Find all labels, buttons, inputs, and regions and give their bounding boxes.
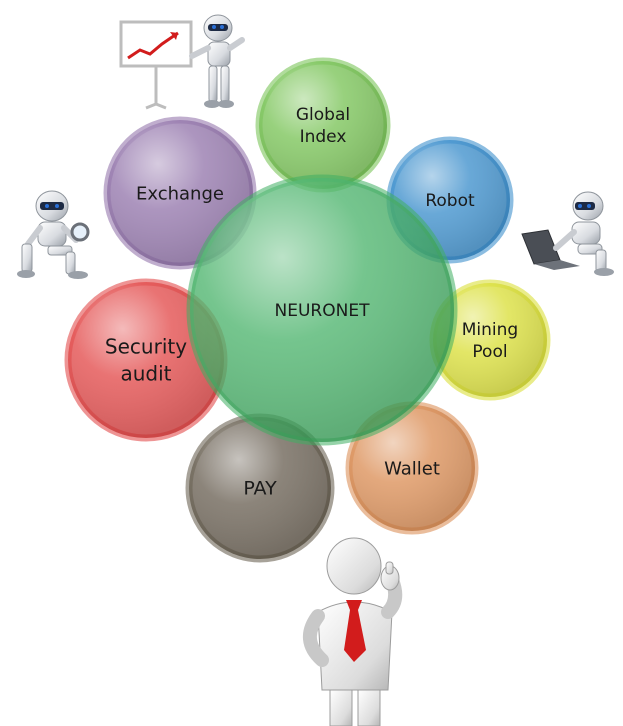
center-neuronet <box>186 174 458 446</box>
red-tie-icon <box>344 600 366 662</box>
node-security-audit-gloss <box>68 282 224 438</box>
node-security-audit-label-line: Security <box>105 335 187 359</box>
node-wallet <box>345 401 479 535</box>
node-pay <box>185 413 335 563</box>
node-global-index-label-line: Index <box>300 127 347 147</box>
node-exchange-label: Exchange <box>136 183 224 204</box>
center-neuronet-gloss <box>190 178 454 442</box>
robot-laptop-icon <box>521 191 614 276</box>
node-mining-pool-gloss <box>433 283 547 397</box>
chart-arrow-icon <box>127 31 179 60</box>
node-security-audit-label: Security audit <box>105 335 187 386</box>
node-pay-gloss <box>189 417 331 559</box>
node-global-index-gloss <box>259 61 387 189</box>
node-mining-pool-label-line: Mining <box>462 320 518 340</box>
node-robot-label-line: Robot <box>425 191 475 211</box>
robot-magnifier-icon <box>17 190 90 279</box>
node-pay-label-line: PAY <box>243 478 277 500</box>
node-exchange-label-line: Exchange <box>136 183 224 204</box>
node-security-audit-label-line: audit <box>120 362 171 386</box>
businessman-thumbs-up-icon <box>303 537 403 726</box>
node-global-index-label-line: Global <box>296 105 350 125</box>
node-global-index <box>255 57 391 193</box>
node-robot-label: Robot <box>425 191 475 211</box>
center-neuronet-label: NEURONET <box>275 301 371 321</box>
node-security-audit <box>64 278 228 442</box>
diagram-center <box>186 174 458 446</box>
robot-presenting-chart-icon <box>119 14 245 110</box>
node-wallet-label-line: Wallet <box>384 458 440 479</box>
node-mining-pool-label-line: Pool <box>472 342 507 362</box>
node-wallet-label: Wallet <box>384 458 440 479</box>
node-wallet-gloss <box>349 405 475 531</box>
node-pay-label: PAY <box>243 478 277 500</box>
magnifier-icon <box>70 222 90 242</box>
